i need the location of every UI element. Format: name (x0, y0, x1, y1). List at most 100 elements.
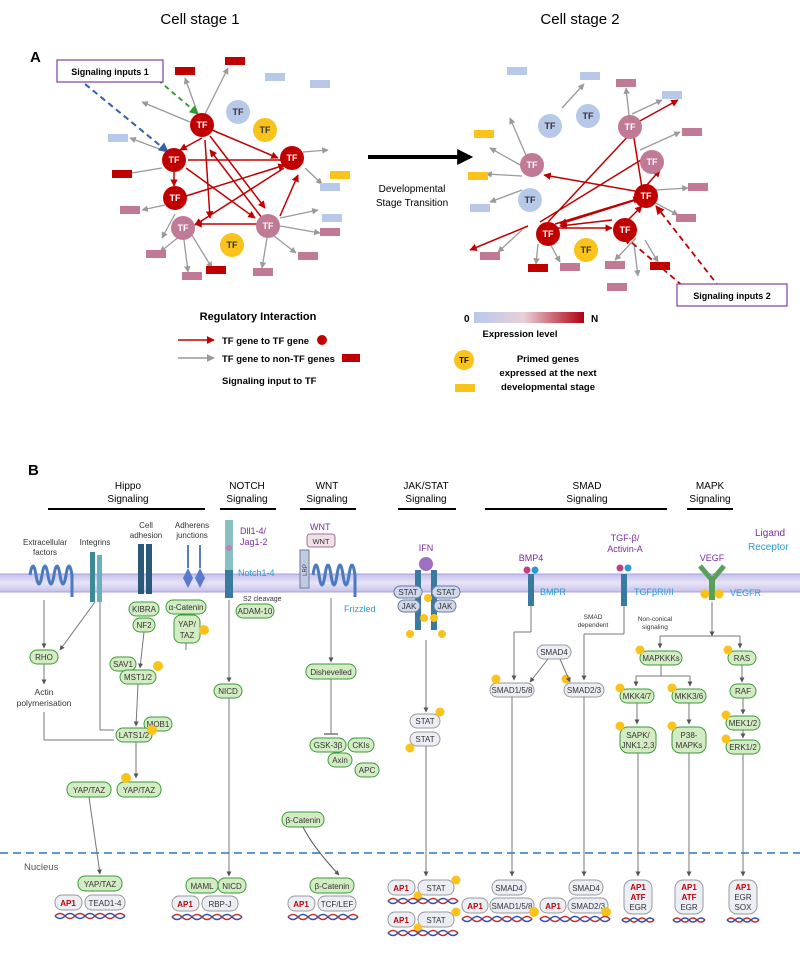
svg-text:Activin-A: Activin-A (607, 544, 643, 554)
signal2-box (676, 283, 788, 307)
svg-text:NICD: NICD (218, 687, 238, 696)
svg-text:Signaling: Signaling (107, 494, 148, 505)
svg-text:APC: APC (359, 766, 376, 775)
svg-text:TF: TF (641, 191, 652, 201)
svg-text:Axin: Axin (332, 756, 348, 765)
svg-text:Regulatory Interaction: Regulatory Interaction (200, 311, 317, 323)
stage2-title: Cell stage 2 (540, 11, 619, 28)
svg-text:WNT: WNT (316, 481, 339, 492)
svg-text:Expression level: Expression level (483, 329, 558, 340)
svg-text:TF: TF (233, 107, 244, 117)
svg-text:signaling: signaling (642, 624, 668, 631)
svg-text:SMAD4: SMAD4 (495, 884, 523, 893)
svg-text:MAML: MAML (190, 882, 214, 891)
svg-text:TEAD1-4: TEAD1-4 (89, 899, 122, 908)
svg-text:MAPKKKs: MAPKKKs (642, 654, 679, 663)
svg-text:junctions: junctions (175, 531, 208, 540)
svg-text:0: 0 (464, 314, 470, 325)
svg-text:AP1: AP1 (393, 884, 409, 893)
svg-text:SAV1: SAV1 (113, 660, 133, 669)
svg-text:KIBRA: KIBRA (132, 605, 157, 614)
svg-text:BMPR: BMPR (540, 587, 567, 597)
svg-text:CKIs: CKIs (352, 741, 369, 750)
stage2-node-labels: TF TF TF TF TF TF TF TF TF TF (525, 111, 658, 255)
signal2-label: Signaling inputs 2 (693, 291, 771, 301)
svg-text:STAT: STAT (415, 735, 434, 744)
svg-text:RBP-J: RBP-J (208, 900, 231, 909)
svg-text:TF: TF (169, 155, 180, 165)
svg-text:JAK: JAK (402, 602, 417, 611)
svg-text:SMAD1/5/8: SMAD1/5/8 (492, 686, 533, 695)
svg-text:NICD: NICD (222, 882, 242, 891)
svg-text:NOTCH: NOTCH (229, 481, 265, 492)
svg-text:AP1: AP1 (293, 900, 309, 909)
svg-text:SMAD: SMAD (573, 481, 602, 492)
svg-text:SMAD1/5/8: SMAD1/5/8 (492, 902, 533, 911)
svg-text:TF: TF (647, 157, 658, 167)
svg-text:TF: TF (178, 223, 189, 233)
svg-text:TAZ: TAZ (180, 631, 195, 640)
svg-text:GSK-3β: GSK-3β (314, 741, 343, 750)
svg-text:TF: TF (581, 245, 592, 255)
svg-text:STAT: STAT (426, 916, 445, 925)
svg-text:STAT: STAT (436, 588, 455, 597)
svg-text:RAF: RAF (735, 687, 751, 696)
svg-text:TF: TF (525, 195, 536, 205)
svg-text:IFN: IFN (419, 543, 434, 553)
svg-text:EGR: EGR (680, 903, 698, 912)
svg-text:β-Catenin: β-Catenin (315, 882, 350, 891)
svg-text:TF: TF (287, 153, 298, 163)
wnt-pathway: WNT WNT LRP Frizzled Dishevelled GSK-3β … (281, 522, 380, 921)
smad-pathway: BMP4 BMPR TGF-β/ Activin-A TGFβRI/II SMA… (461, 533, 674, 923)
stage1-node-labels: TF TF TF TF TF TF TF TF TF (169, 107, 298, 250)
svg-text:MEK1/2: MEK1/2 (729, 719, 758, 728)
svg-text:JNK1,2,3: JNK1,2,3 (622, 741, 655, 750)
svg-text:expressed at the next: expressed at the next (499, 368, 597, 379)
svg-text:Non-conical: Non-conical (638, 616, 673, 623)
svg-text:AP1: AP1 (60, 899, 76, 908)
svg-text:AP1: AP1 (467, 902, 483, 911)
svg-text:AP1: AP1 (177, 900, 193, 909)
svg-text:STAT: STAT (398, 588, 417, 597)
svg-text:SMAD4: SMAD4 (540, 648, 568, 657)
svg-text:TF: TF (260, 125, 271, 135)
svg-text:TF gene to non-TF genes: TF gene to non-TF genes (222, 354, 335, 365)
svg-text:TF: TF (227, 240, 238, 250)
svg-text:factors: factors (33, 548, 57, 557)
svg-text:MAPKs: MAPKs (676, 741, 703, 750)
svg-text:Notch1-4: Notch1-4 (238, 568, 275, 578)
svg-text:Integrins: Integrins (80, 538, 111, 547)
svg-text:LRP: LRP (303, 564, 309, 576)
svg-text:YAP/TAZ: YAP/TAZ (123, 786, 155, 795)
svg-text:YAP/TAZ: YAP/TAZ (84, 880, 116, 889)
svg-text:TF: TF (263, 221, 274, 231)
svg-text:dependent: dependent (578, 622, 609, 629)
svg-text:MKK3/6: MKK3/6 (675, 692, 704, 701)
svg-text:NF2: NF2 (136, 621, 152, 630)
svg-text:TF gene to TF gene: TF gene to TF gene (222, 336, 309, 347)
transition-line1: Developmental (379, 184, 446, 195)
svg-text:S2 cleavage: S2 cleavage (243, 596, 282, 603)
svg-text:Dishevelled: Dishevelled (310, 668, 351, 677)
svg-text:MST1/2: MST1/2 (124, 673, 153, 682)
panel-b-letter: B (28, 462, 39, 479)
svg-text:VEGFR: VEGFR (730, 588, 762, 598)
svg-text:JAK/STAT: JAK/STAT (403, 481, 448, 492)
svg-text:EGR: EGR (629, 903, 647, 912)
svg-text:ERK1/2: ERK1/2 (729, 743, 757, 752)
svg-text:LATS1/2: LATS1/2 (119, 731, 150, 740)
svg-text:TGF-β/: TGF-β/ (611, 533, 640, 543)
svg-text:ATF: ATF (631, 893, 646, 902)
svg-text:TGFβRI/II: TGFβRI/II (634, 587, 674, 597)
svg-text:Frizzled: Frizzled (344, 604, 376, 614)
svg-text:TF: TF (170, 193, 181, 203)
svg-text:AP1: AP1 (393, 916, 409, 925)
svg-text:SMAD4: SMAD4 (572, 884, 600, 893)
svg-text:SMAD2/3: SMAD2/3 (571, 902, 606, 911)
svg-text:α-Catenin: α-Catenin (169, 603, 204, 612)
svg-text:STAT: STAT (426, 884, 445, 893)
legend-regulatory: Regulatory Interaction TF gene to TF gen… (178, 311, 360, 387)
svg-text:ADAM-10: ADAM-10 (238, 607, 273, 616)
svg-text:Primed genes: Primed genes (517, 354, 579, 365)
svg-text:ATF: ATF (682, 893, 697, 902)
